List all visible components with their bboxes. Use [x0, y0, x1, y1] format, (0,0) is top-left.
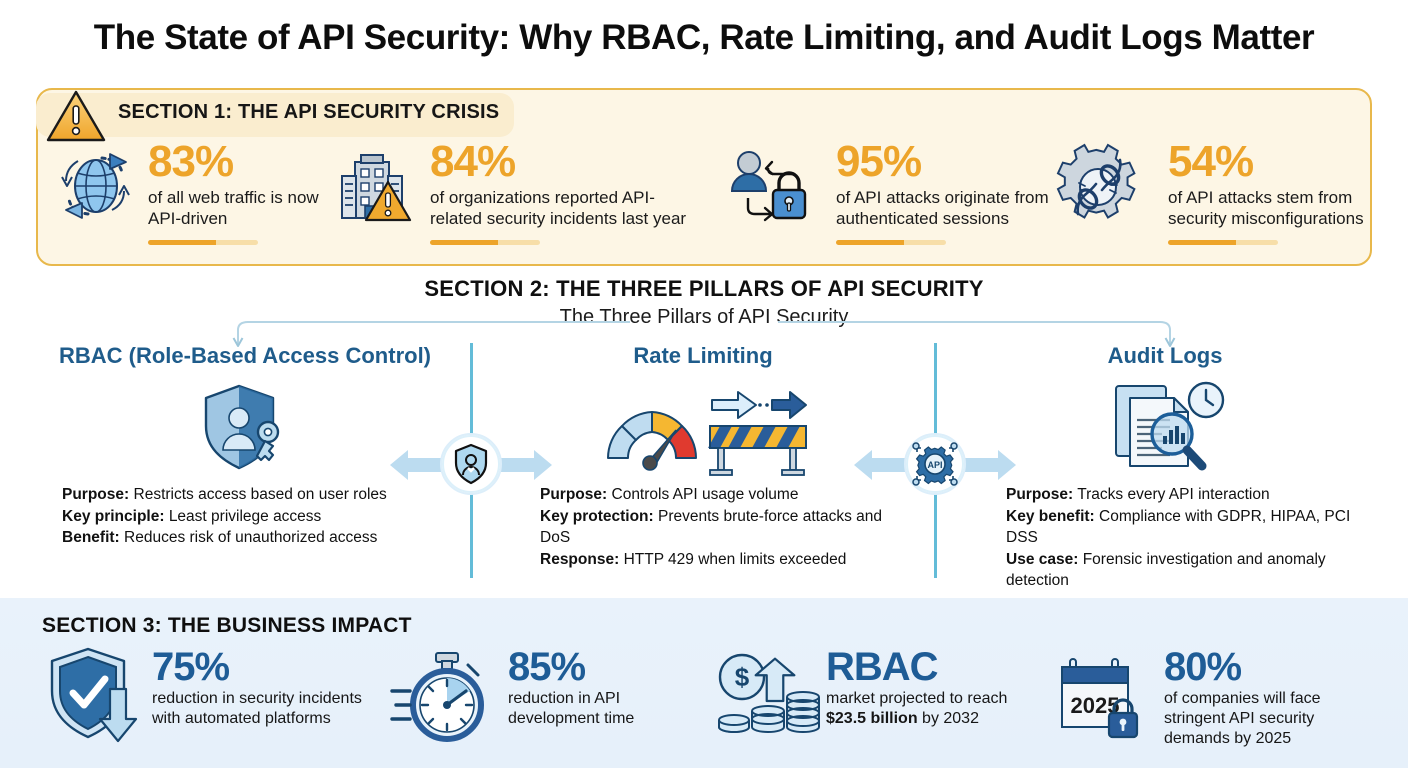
stat-value: 84%	[430, 137, 516, 186]
section2-label: SECTION 2: THE THREE PILLARS OF API SECU…	[424, 276, 984, 301]
hub-right-arrow-left-icon	[852, 448, 914, 482]
hub-left-arrow-right-icon	[492, 448, 554, 482]
warning-triangle-icon	[44, 88, 108, 146]
hub-right-arrow-right-icon	[956, 448, 1018, 482]
coins-up-arrow-icon: $	[716, 653, 820, 743]
impact-description: reduction in API development time	[508, 690, 635, 727]
svg-text:API: API	[927, 460, 942, 470]
section2-subtitle: The Three Pillars of API Security	[559, 306, 849, 328]
stat-description: of organizations reported API-related se…	[430, 188, 687, 228]
page-title: The State of API Security: Why RBAC, Rat…	[93, 18, 1315, 57]
pillar-row-text: Prevents brute-force attacks and DoS	[540, 507, 883, 547]
pillar-row-text: Forensic investigation and anomaly detec…	[1006, 550, 1326, 590]
pillar-row-label: Purpose:	[1006, 486, 1074, 503]
shield-user-hub-icon	[440, 433, 502, 495]
pillar-row-text: Restricts access based on user roles	[133, 486, 387, 503]
office-building-warning-icon	[336, 146, 416, 226]
pillar-row-label: Use case:	[1006, 550, 1079, 568]
speedometer-barrier-icon	[600, 386, 808, 478]
impact-desc-bold: $23.5 billion	[826, 710, 918, 727]
user-lock-icon	[726, 146, 808, 226]
globe-arrows-icon	[58, 146, 134, 226]
impact-desc-pre: market projected to reach	[826, 690, 1008, 707]
section3-panel	[0, 598, 1408, 768]
pillar-row-label: Response:	[540, 550, 620, 568]
impact-desc-post: by 2032	[917, 710, 979, 727]
impact-item: $ RBAC market projected t	[716, 645, 1046, 755]
section3-label: SECTION 3: THE BUSINESS IMPACT	[42, 614, 412, 637]
pillar-title-audit-logs: Audit Logs	[1107, 343, 1223, 368]
svg-text:$: $	[735, 662, 750, 692]
pillar-row-text: Compliance with GDPR, HIPAA, PCI DSS	[1006, 507, 1351, 547]
stat-progress-bar	[836, 240, 946, 245]
stat-description: of API attacks stem from security miscon…	[1168, 188, 1364, 228]
stat-progress-bar	[430, 240, 540, 245]
pillar-row-label: Key protection:	[540, 507, 654, 525]
pillar-row-label: Key benefit:	[1006, 507, 1095, 525]
impact-value: 80%	[1164, 645, 1242, 689]
stat-value: 95%	[836, 137, 922, 186]
gear-broken-chain-icon	[1056, 143, 1140, 228]
pillar-title-rbac: RBAC (Role-Based Access Control)	[58, 343, 432, 368]
impact-description: reduction in security incidents with aut…	[152, 690, 362, 727]
stopwatch-icon	[390, 649, 500, 745]
pillar-row-text: Least privilege access	[168, 507, 322, 525]
document-magnifier-clock-icon	[1110, 380, 1226, 476]
pillar-body-audit-logs: Purpose: Tracks every API interaction Ke…	[1006, 484, 1356, 592]
stat-progress-bar	[1168, 240, 1278, 245]
stat-description: of all web traffic is now API-driven	[148, 188, 319, 228]
pillar-title-rate-limiting: Rate Limiting	[633, 343, 773, 368]
section1-stats-row: 83% of all web traffic is now API-driven	[36, 140, 1372, 260]
impact-item: 85% reduction in API development time	[390, 645, 690, 755]
stat-value: 54%	[1168, 137, 1254, 186]
bracket-connector	[230, 316, 1178, 348]
pillar-body-rate-limiting: Purpose: Controls API usage volume Key p…	[540, 484, 888, 570]
impact-value: RBAC	[826, 645, 939, 689]
pillar-row-text: Reduces risk of unauthorized access	[124, 529, 378, 546]
pillar-row-label: Purpose:	[540, 486, 608, 503]
stat-progress-bar	[148, 240, 258, 245]
section1-label: SECTION 1: THE API SECURITY CRISIS	[118, 101, 500, 123]
pillar-row-text: HTTP 429 when limits exceeded	[623, 550, 847, 568]
impact-value: 85%	[508, 645, 586, 689]
shield-user-key-icon	[195, 380, 295, 476]
api-gear-hub-icon: API	[904, 433, 966, 495]
stat-value: 83%	[148, 137, 234, 186]
pillar-row-label: Key principle:	[62, 507, 165, 525]
pillar-row-text: Controls API usage volume	[611, 486, 799, 503]
calendar-2025-lock-icon: 2025	[1058, 649, 1154, 741]
hub-left-arrow-left-icon	[388, 448, 450, 482]
shield-check-down-arrow-icon	[48, 645, 144, 745]
pillar-row-label: Benefit:	[62, 529, 120, 546]
impact-description: market projected to reach $23.5 billion …	[826, 689, 1046, 729]
pillar-body-rbac: Purpose: Restricts access based on user …	[62, 484, 462, 549]
impact-item: 2025 80% of companies will face stringen…	[1058, 645, 1388, 755]
section1-header-tab	[36, 93, 514, 137]
impact-value: 75%	[152, 645, 230, 689]
impact-description: of companies will face stringent API sec…	[1164, 690, 1321, 747]
pillar-row-text: Tracks every API interaction	[1077, 486, 1270, 503]
impact-item: 75% reduction in security incidents with…	[48, 645, 378, 755]
pillar-row-label: Purpose:	[62, 486, 130, 503]
stat-description: of API attacks originate from authentica…	[836, 188, 1049, 228]
